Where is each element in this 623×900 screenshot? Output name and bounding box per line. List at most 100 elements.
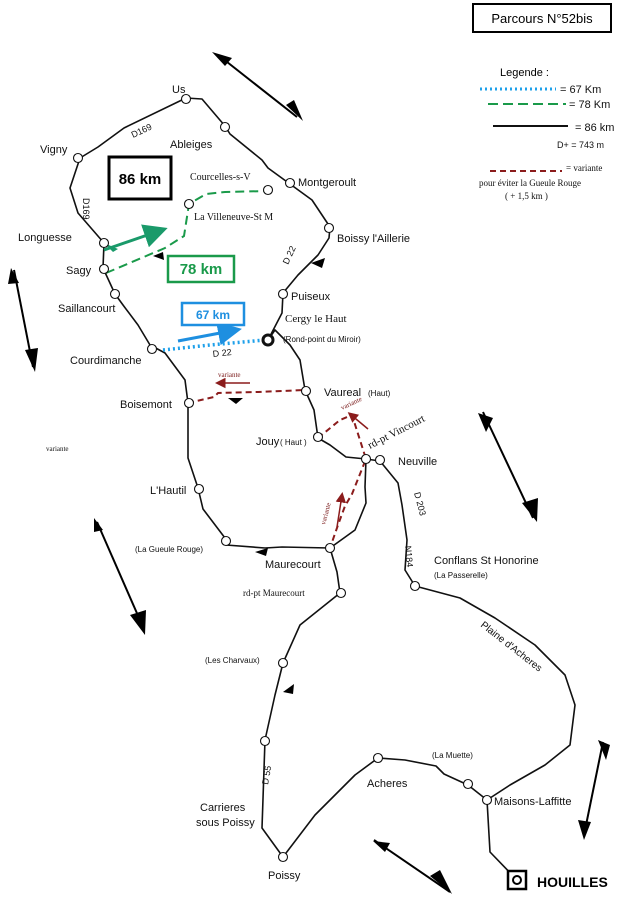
place-montgeroult: Montgeroult: [298, 177, 356, 189]
place-carrieres-2: sous Poissy: [196, 817, 255, 829]
variant-arrow-2: [347, 412, 369, 430]
variant-tag-1: variante: [218, 371, 241, 379]
node-maisons: [481, 794, 493, 806]
variant-arrow-3: [335, 492, 347, 528]
badge-86km-label: 86 km: [119, 171, 162, 188]
road-n184: N184: [403, 545, 415, 567]
badge-67km: [180, 301, 246, 327]
start-dot-icon: [512, 875, 522, 885]
legend-label-78: = 78 Km: [569, 99, 610, 111]
place-boisemont: Boisemont: [120, 399, 172, 411]
map-title: Parcours N°52bis: [472, 3, 612, 33]
badge-67km-label: 67 km: [196, 308, 230, 322]
node-rond-point: [261, 333, 275, 347]
node-us: [180, 93, 192, 105]
road-d169-left: D169: [81, 198, 91, 220]
direction-arrow-67km: [177, 321, 242, 346]
place-passerelle: (La Passerelle): [434, 571, 488, 580]
node-acheres: [372, 752, 384, 764]
node-vaureal: [300, 385, 312, 397]
place-poissy: Poissy: [268, 870, 301, 882]
node-gueule-rouge: [220, 535, 232, 547]
wind-direction-arrow-icon: [578, 740, 610, 840]
badge-86km: [107, 155, 173, 201]
node-vigny: [72, 152, 84, 164]
legend-heading: Legende :: [500, 67, 549, 79]
place-longuesse: Longuesse: [18, 232, 72, 244]
place-charvaux: (Les Charvaux): [205, 656, 260, 665]
place-courdimanche: Courdimanche: [70, 355, 142, 367]
node-sagy: [98, 263, 110, 275]
node-maurecourt: [324, 542, 336, 554]
node-montgeroult: [284, 177, 296, 189]
badge-78km: [166, 254, 236, 284]
node-jouy: [312, 431, 324, 443]
place-us: Us: [172, 84, 186, 96]
place-jouy: Jouy: [256, 436, 280, 448]
node-neuville: [374, 454, 386, 466]
climb-triangle-icon: [255, 548, 268, 556]
road-d203: D 203: [412, 491, 428, 517]
road-d22-top: D 22: [281, 244, 298, 265]
climb-markers: [153, 252, 325, 694]
node-longuesse: [98, 237, 110, 249]
node-boisemont: [183, 397, 195, 409]
legend-label-67: = 67 Km: [560, 84, 601, 96]
place-vaureal: Vaureal: [324, 387, 361, 399]
route-67km: [162, 338, 266, 352]
node-charvaux: [277, 657, 289, 669]
road-d22-mid: D 22: [212, 347, 232, 359]
route-variant: [187, 389, 368, 549]
legend-variant-extra: ( + 1,5 km ): [505, 191, 548, 201]
place-sagy: Sagy: [66, 265, 92, 277]
place-saillancourt: Saillancourt: [58, 303, 115, 315]
climb-triangle-icon: [153, 252, 164, 260]
node-villeneuve: [183, 198, 195, 210]
place-maisons: Maisons-Laffitte: [494, 796, 571, 808]
wind-direction-arrow-icon: [8, 268, 38, 372]
climb-triangle-icon: [228, 398, 243, 404]
direction-arrow-78km: [103, 224, 168, 252]
place-gueule-rouge: (La Gueule Rouge): [135, 545, 203, 554]
place-conflans: Conflans St Honorine: [434, 555, 539, 567]
badge-78km-label: 78 km: [180, 261, 223, 278]
variant-tag-3: variante: [319, 502, 333, 526]
node-saillancourt: [109, 288, 121, 300]
node-puiseux: [277, 288, 289, 300]
legend-elevation: D+ = 743 m: [557, 140, 604, 150]
wind-direction-arrow-icon: [373, 839, 452, 894]
place-hautil: L'Hautil: [150, 485, 186, 497]
wind-direction-arrow-icon: [94, 518, 146, 635]
place-neuville: Neuville: [398, 456, 437, 468]
node-hautil: [193, 483, 205, 495]
stray-variante-label: variante: [46, 445, 69, 453]
place-ableiges: Ableiges: [170, 139, 213, 151]
place-houilles: HOUILLES: [537, 874, 608, 890]
legend-variant-note: pour éviter la Gueule Rouge: [479, 178, 581, 188]
place-rond-point: (Rond-point du Miroir): [283, 335, 361, 344]
place-cergy: Cergy le Haut: [285, 313, 347, 325]
climb-triangle-icon: [311, 258, 325, 268]
node-ableiges: [219, 121, 231, 133]
climb-triangle-icon: [283, 684, 294, 694]
route-86km: [69, 97, 576, 881]
place-rdpt-vincourt: rd-pt Vincourt: [366, 413, 427, 452]
wind-direction-arrow-icon: [478, 411, 538, 522]
node-rdpt-vincourt: [360, 453, 372, 465]
place-muette: (La Muette): [432, 751, 473, 760]
road-d55: D 55: [260, 765, 273, 785]
place-acheres: Acheres: [367, 778, 408, 790]
node-rdpt-maurecourt: [335, 587, 347, 599]
wind-arrows: [8, 52, 610, 894]
place-villeneuve: La Villeneuve-St M: [194, 212, 273, 223]
node-d55: [259, 735, 271, 747]
legend: = 67 Km = 78 Km = 86 km D+ = 743 m = var…: [479, 84, 614, 201]
node-poissy: [277, 851, 289, 863]
node-courdimanche: [146, 343, 158, 355]
place-rdpt-maurecourt: rd-pt Maurecourt: [243, 588, 305, 598]
node-boissy: [323, 222, 335, 234]
legend-label-86: = 86 km: [575, 122, 614, 134]
place-vaureal-note: (Haut): [368, 389, 391, 398]
place-puiseux: Puiseux: [291, 291, 331, 303]
